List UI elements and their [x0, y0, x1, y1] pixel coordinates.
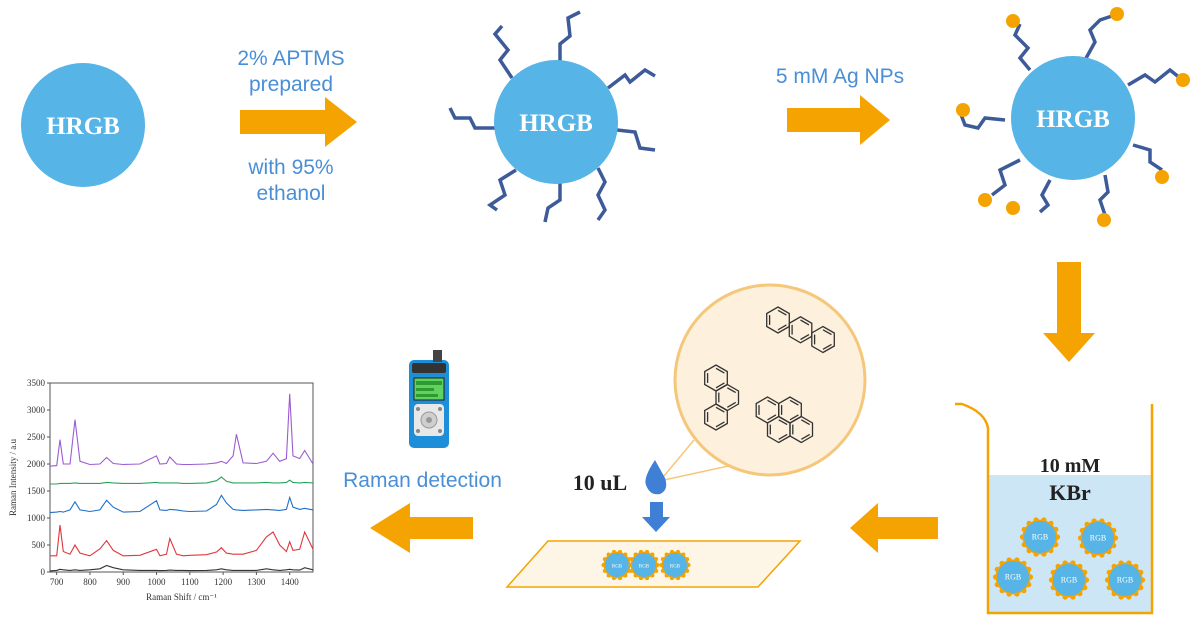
small-bead: RGB — [601, 549, 633, 581]
x-tick-label: 800 — [83, 577, 97, 587]
spectrum-line-4 — [49, 393, 314, 467]
beaker-label-line1: 10 mM — [1040, 455, 1101, 477]
beaker-label-line2: KBr — [1049, 480, 1091, 505]
chain — [616, 128, 656, 152]
bead-plain-label: HRGB — [46, 113, 120, 140]
droplet: 10 uL — [573, 460, 667, 495]
chain — [606, 67, 656, 90]
x-tick-label: 900 — [116, 577, 130, 587]
chain — [596, 167, 608, 222]
plate-beads: RGB RGB RGB — [601, 549, 691, 581]
chart-frame — [49, 382, 314, 573]
bead-agnp: HRGB — [956, 7, 1190, 227]
step1-label-top: 2% APTMS prepared — [237, 47, 345, 96]
arrow-step3 — [1043, 262, 1095, 362]
small-bead-label: RGB — [612, 565, 623, 570]
x-tick-label: 1200 — [214, 577, 233, 587]
bead-plain: HRGB — [21, 63, 145, 187]
y-tick-label: 2500 — [27, 432, 46, 442]
chain — [558, 10, 581, 64]
arrow-step4 — [850, 503, 938, 553]
ag-nanoparticle — [956, 103, 970, 117]
small-bead-label: RGB — [1090, 534, 1106, 543]
chain — [448, 107, 496, 130]
x-tick-label: 700 — [50, 577, 64, 587]
spectrum-line-2 — [49, 494, 314, 514]
small-bead: RGB — [1077, 518, 1119, 558]
ag-nanoparticle — [1110, 7, 1124, 21]
arrow-drop — [642, 502, 670, 532]
chain — [492, 24, 514, 79]
small-bead-label: RGB — [1061, 576, 1077, 585]
small-bead-label: RGB — [1032, 533, 1048, 542]
bead-aptms: HRGB — [448, 10, 656, 223]
chain — [543, 180, 562, 223]
y-tick-label: 1000 — [27, 513, 46, 523]
small-bead-label: RGB — [1005, 573, 1021, 582]
y-tick-label: 500 — [32, 540, 46, 550]
ag-nanoparticle — [1176, 73, 1190, 87]
y-axis-title: Raman Intensity / a.u — [8, 439, 18, 516]
arrow-step2 — [787, 95, 890, 145]
chain — [1132, 143, 1163, 172]
bead-agnp-label: HRGB — [1036, 106, 1110, 133]
raman-device-icon — [409, 350, 449, 448]
small-bead-label: RGB — [670, 565, 681, 570]
chain — [1038, 179, 1052, 214]
arrow-step5 — [370, 503, 473, 553]
x-tick-label: 1000 — [148, 577, 167, 587]
beaker-beads: RGB RGB RGB RGB RGB — [992, 517, 1146, 600]
x-tick-label: 1400 — [281, 577, 300, 587]
y-tick-label: 3500 — [27, 378, 46, 388]
chain — [1097, 174, 1110, 216]
small-bead: RGB — [628, 549, 660, 581]
x-tick-label: 1300 — [247, 577, 266, 587]
y-tick-label: 1500 — [27, 486, 46, 496]
droplet-label: 10 uL — [573, 470, 627, 495]
small-bead: RGB — [1019, 517, 1061, 557]
ag-nanoparticle — [1006, 201, 1020, 215]
y-tick-label: 2000 — [27, 459, 46, 469]
spectrum-line-1 — [50, 524, 314, 557]
ag-nanoparticle — [1006, 14, 1020, 28]
y-tick-label: 3000 — [27, 405, 46, 415]
bead-aptms-label: HRGB — [519, 110, 593, 137]
x-tick-label: 1100 — [181, 577, 199, 587]
detection-label: Raman detection — [343, 469, 502, 492]
x-axis-title: Raman Shift / cm⁻¹ — [146, 592, 217, 602]
spectrum-line-0 — [49, 564, 314, 572]
ag-nanoparticle — [1097, 213, 1111, 227]
spectrum-line-3 — [50, 476, 314, 485]
step2-label: 5 mM Ag NPs — [775, 65, 905, 88]
small-bead-label: RGB — [639, 565, 650, 570]
chain — [1012, 23, 1032, 72]
chain — [990, 158, 1021, 197]
small-bead: RGB — [1104, 560, 1146, 600]
small-bead: RGB — [1048, 560, 1090, 600]
ag-nanoparticle — [978, 193, 992, 207]
chain — [1127, 67, 1182, 87]
step1-label-bottom: with 95% ethanol — [248, 156, 334, 205]
chain — [486, 168, 517, 212]
pah-molecules — [704, 306, 835, 444]
ag-nanoparticles — [956, 7, 1190, 227]
raman-spectra-chart: 700 800 900 1000 1100 1200 1300 1400 0 500 1000 150… — [8, 378, 314, 602]
chain — [958, 111, 1006, 130]
arrow-step1 — [240, 97, 357, 147]
ag-nanoparticle — [1155, 170, 1169, 184]
molecule-magnifier — [663, 283, 867, 481]
small-bead: RGB — [992, 557, 1034, 597]
small-bead: RGB — [659, 549, 691, 581]
y-tick-label: 0 — [41, 567, 46, 577]
small-bead-label: RGB — [1117, 576, 1133, 585]
chain — [1083, 14, 1113, 61]
